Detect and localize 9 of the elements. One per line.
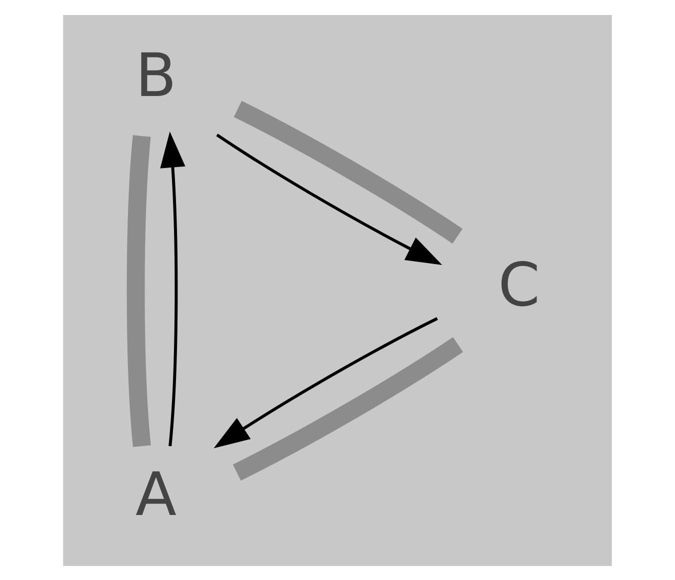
arrow xyxy=(214,316,438,448)
arrow xyxy=(160,130,186,446)
connector xyxy=(234,100,462,244)
node-text: C xyxy=(498,250,540,320)
arrow xyxy=(216,133,442,264)
connector xyxy=(126,134,151,446)
node-text: B xyxy=(135,40,177,110)
connector xyxy=(232,336,463,480)
node-text: A xyxy=(136,460,176,530)
